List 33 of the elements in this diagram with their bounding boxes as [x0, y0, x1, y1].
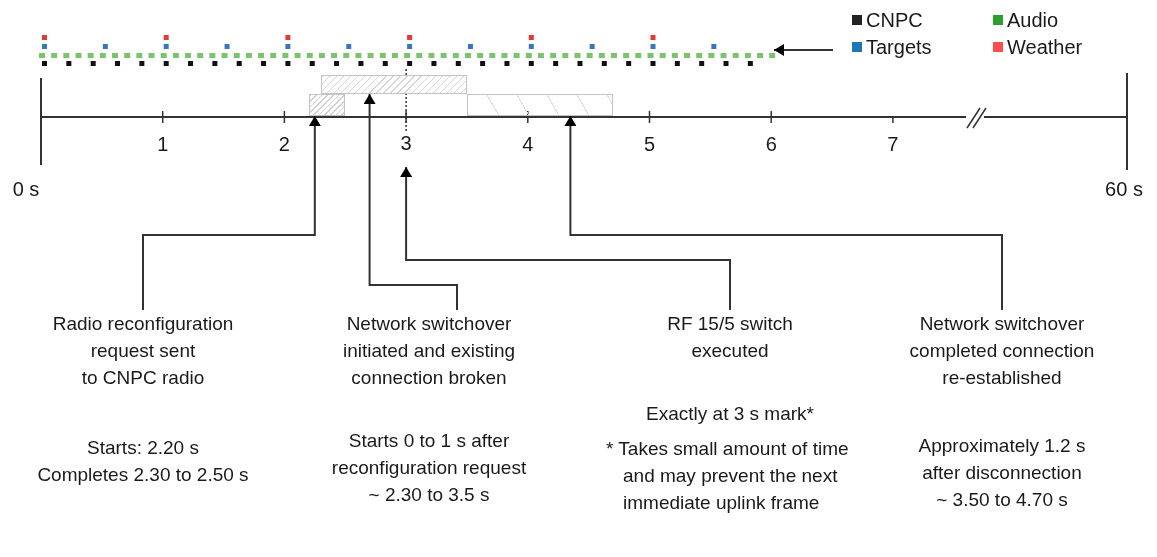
timing-note: Completes 2.30 to 2.50 s — [36, 463, 250, 487]
tick-label: 6 — [765, 133, 777, 156]
timing-note: ~ 3.50 to 4.70 s — [935, 488, 1069, 512]
event-heading: RF 15/5 switch executed — [666, 312, 794, 363]
hatched-bar — [308, 94, 346, 116]
legend-label: Targets — [866, 35, 932, 59]
hatched-bar — [466, 94, 613, 116]
legend-label: CNPC — [866, 8, 923, 32]
legend-label: Weather — [1007, 35, 1083, 59]
arrow — [363, 93, 458, 311]
tick-label: 2 — [278, 133, 290, 156]
axis-end-label: 0 s — [12, 178, 40, 201]
arrow — [773, 44, 834, 56]
arrow — [564, 115, 1003, 311]
hatched-bar — [320, 75, 467, 94]
timing-note: Starts 0 to 1 s after reconfiguration request ~ 2.30 to 3.5 s — [330, 429, 528, 507]
legend-label: Audio — [1007, 8, 1059, 32]
tick-label: 5 — [643, 133, 656, 156]
arrow — [142, 115, 321, 311]
arrow — [400, 166, 731, 311]
tick-label: 1 — [157, 133, 169, 156]
event-heading: Network switchover initiated and existing connection broken — [341, 312, 517, 390]
timing-note: Starts: 2.20 s — [86, 436, 200, 460]
timing-note: Exactly at 3 s mark* — [645, 402, 815, 426]
tick-label: 3 — [400, 131, 412, 155]
dotted-marker-line — [405, 68, 407, 76]
tick-label: 4 — [522, 133, 534, 156]
event-heading: Network switchover completed connection re-established — [908, 312, 1096, 390]
footnote-text: * Takes small amount of time and may prevent the next immediate uplink frame — [605, 437, 850, 515]
axis-end-label: 60 s — [1105, 178, 1143, 201]
timing-note: Approximately 1.2 s after disconnection — [917, 434, 1087, 485]
event-heading: Radio reconfiguration request sent to CNPC radio — [51, 312, 235, 390]
tick-label: 7 — [887, 133, 899, 156]
